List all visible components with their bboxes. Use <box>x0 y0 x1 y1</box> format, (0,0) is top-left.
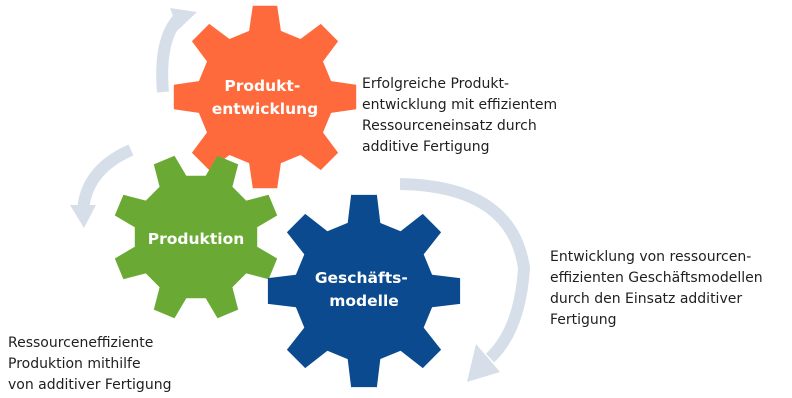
description-line: Erfolgreiche Produkt- <box>362 76 510 92</box>
cycle-arrow-left <box>77 144 134 213</box>
gear-business-models <box>267 194 461 388</box>
description-line: effizienten Geschäftsmodellen <box>550 270 763 286</box>
gear-product-label-line: Produkt- <box>224 77 300 95</box>
gear-business-label: Geschäfts- modelle <box>315 269 413 310</box>
gear-product-label: Produkt- entwicklung <box>212 77 319 118</box>
gear-product-label-line: entwicklung <box>212 100 319 118</box>
gear-product-development <box>173 5 357 189</box>
business-models-description: Entwicklung von ressourcen- effizienten … <box>550 247 763 331</box>
gear-business-label-line: modelle <box>329 292 399 310</box>
description-line: Ressourceneinsatz durch <box>362 118 537 134</box>
description-line: Fertigung <box>550 312 617 328</box>
description-line: Ressourceneffiziente <box>8 335 154 351</box>
production-description: Ressourceneffiziente Produktion mithilfe… <box>8 333 171 396</box>
gear-business-label-line: Geschäfts- <box>315 269 408 287</box>
cycle-arrow-right <box>399 178 531 363</box>
cycle-arrow-left-head <box>70 205 96 228</box>
gear-production-label-line: Produktion <box>148 230 245 248</box>
description-line: Entwicklung von ressourcen- <box>550 249 752 265</box>
gear-production <box>114 155 278 319</box>
description-line: durch den Einsatz additiver <box>550 291 743 307</box>
product-development-description: Erfolgreiche Produkt- entwicklung mit ef… <box>362 74 557 158</box>
description-line: entwicklung mit effizientem <box>362 97 558 113</box>
cycle-arrow-top-head <box>170 8 197 30</box>
gear-production-label: Produktion <box>148 230 245 248</box>
description-line: Produktion mithilfe <box>8 356 141 372</box>
description-line: von additiver Fertigung <box>8 377 172 393</box>
description-line: additive Fertigung <box>362 139 490 155</box>
cycle-arrow-right-head <box>467 344 500 382</box>
